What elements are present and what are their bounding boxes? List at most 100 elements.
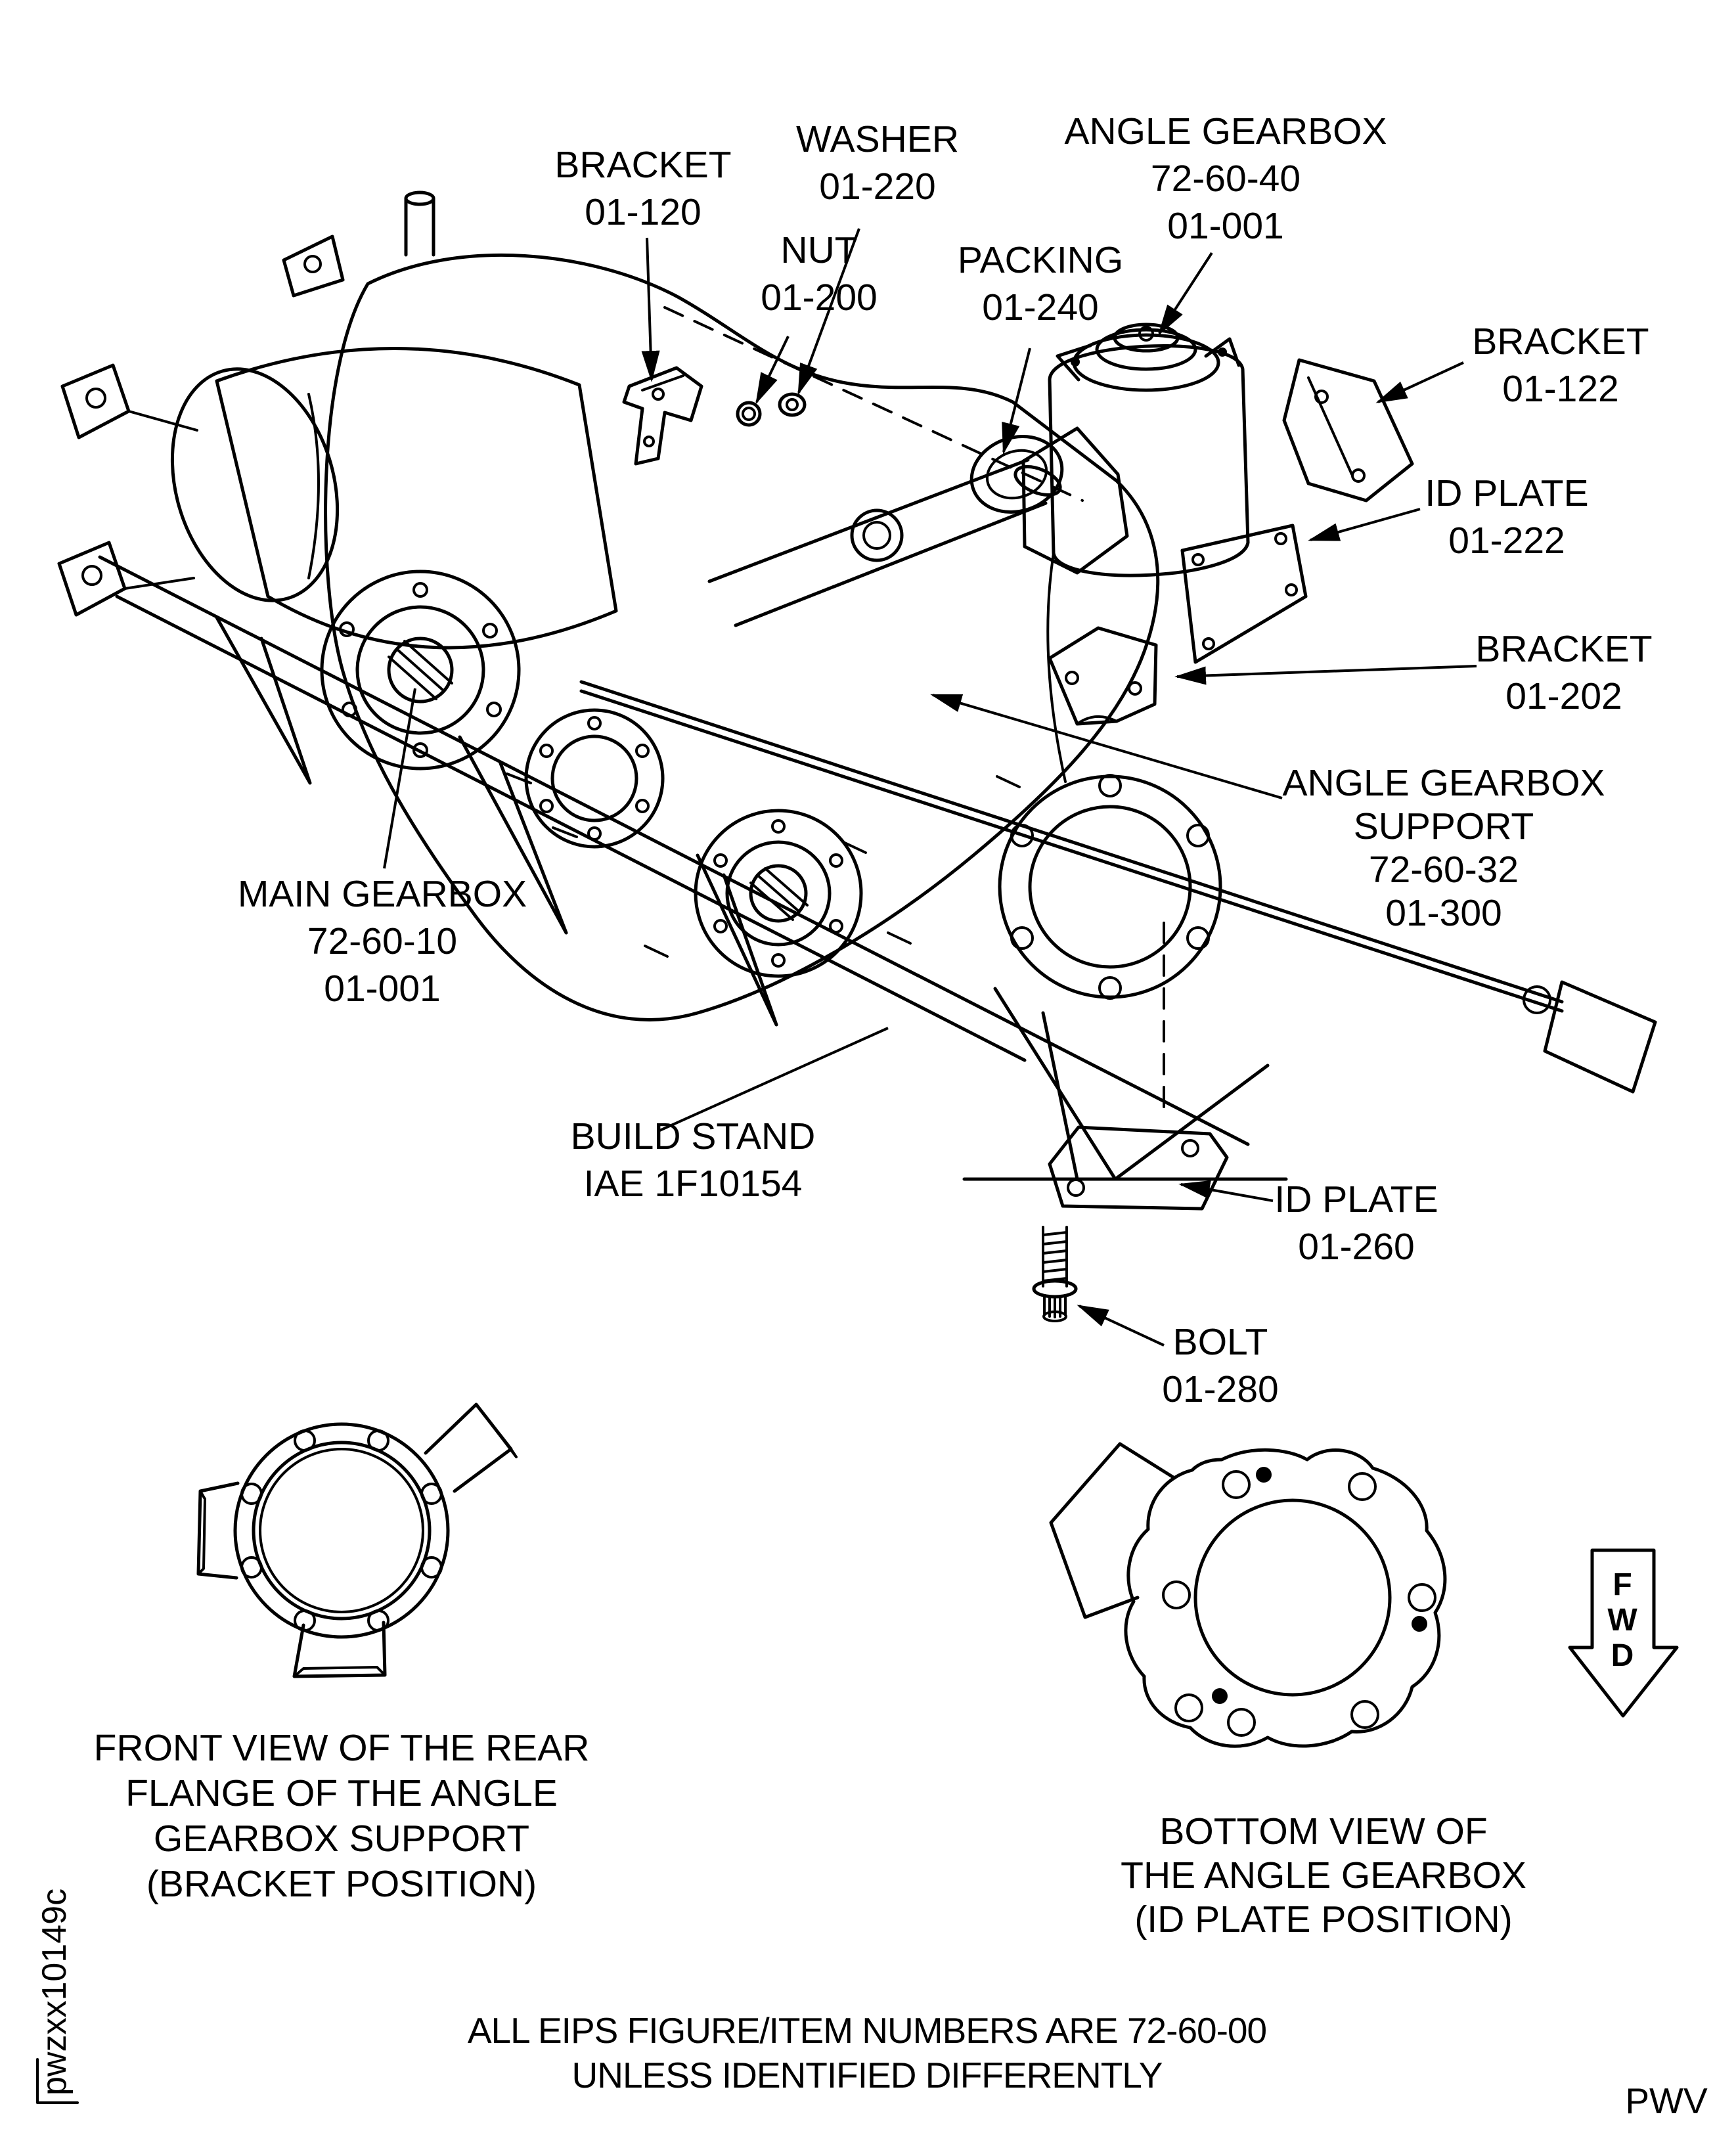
main-gearbox-drawing	[57, 190, 1222, 1021]
leader-packing-240	[1002, 347, 1031, 455]
callout-angle-gearbox: ANGLE GEARBOX 72-60-40 01-001	[1065, 110, 1387, 247]
callout-line: ID PLATE	[1274, 1178, 1438, 1221]
leader-lines	[383, 228, 1477, 1347]
leader-nut-200	[755, 336, 790, 405]
caption-line: THE ANGLE GEARBOX	[1121, 1854, 1526, 1896]
leader-bracket-202	[1174, 665, 1477, 685]
bracket-120-part	[622, 366, 703, 466]
drive-shaft-drawing	[707, 458, 1062, 627]
callout-bracket-122: BRACKET 01-122	[1472, 321, 1649, 410]
callout-washer-220: WASHER 01-220	[796, 118, 959, 208]
fwd-letter: W	[1607, 1603, 1637, 1638]
leader-bracket-122	[1375, 361, 1464, 403]
washer-part	[778, 392, 807, 417]
callout-line: 01-280	[1162, 1368, 1279, 1410]
nut-part	[736, 401, 762, 427]
callout-line: 72-60-32	[1369, 849, 1519, 891]
hardware-axis-dashed-lines	[663, 306, 1165, 1118]
callout-line: 01-122	[1502, 368, 1619, 410]
callout-line: 01-120	[585, 191, 701, 233]
callout-bracket-202: BRACKET 01-202	[1475, 628, 1652, 717]
callout-bracket-120: BRACKET 01-120	[554, 144, 731, 233]
callout-line: MAIN GEARBOX	[238, 873, 527, 915]
angle-gearbox-drawing	[1021, 323, 1250, 783]
document-number-block: pwzxx10149c	[35, 1889, 79, 2104]
leader-id-plate-222	[1308, 508, 1421, 541]
callout-line: SUPPORT	[1354, 805, 1534, 847]
callout-line: BRACKET	[554, 144, 731, 186]
leader-main-gearbox	[383, 688, 416, 869]
leader-angle-gearbox	[1157, 252, 1213, 336]
leader-id-plate-260	[1178, 1180, 1274, 1202]
callout-line: WASHER	[796, 118, 959, 160]
id-plate-222-part	[1180, 524, 1308, 664]
callout-line: 01-001	[1167, 205, 1284, 247]
callout-line: 72-60-10	[307, 920, 457, 962]
callout-line: BOLT	[1173, 1321, 1268, 1363]
callout-id-plate-222: ID PLATE 01-222	[1425, 472, 1588, 562]
callout-line: ID PLATE	[1425, 472, 1588, 514]
document-number-corner-mark	[36, 2058, 79, 2104]
footnote-text: ALL EIPS FIGURE/ITEM NUMBERS ARE 72-60-0…	[468, 2010, 1266, 2095]
callout-line: NUT	[780, 229, 857, 271]
caption-line: BOTTOM VIEW OF	[1159, 1810, 1487, 1852]
callout-line: 01-222	[1448, 520, 1565, 562]
id-plate-260-part	[1048, 1125, 1229, 1211]
bottom-view-drawing	[1049, 1442, 1447, 1748]
callout-build-stand: BUILD STAND IAE 1F10154	[571, 1115, 816, 1205]
callout-id-plate-260: ID PLATE 01-260	[1274, 1178, 1438, 1268]
callout-nut-200: NUT 01-200	[761, 229, 878, 319]
leader-bolt-280	[1077, 1305, 1165, 1347]
callout-line: 72-60-40	[1151, 158, 1301, 200]
callout-line: 01-001	[324, 968, 441, 1010]
caption-line: FRONT VIEW OF THE REAR	[94, 1727, 590, 1769]
callout-line: IAE 1F10154	[584, 1163, 803, 1205]
callout-line: PACKING	[958, 239, 1123, 281]
leader-angle-gearbox-support	[930, 694, 1283, 799]
callout-line: ANGLE GEARBOX	[1283, 762, 1605, 804]
bolt-280-part	[1032, 1226, 1078, 1322]
fwd-letter: F	[1613, 1567, 1632, 1602]
leader-build-stand	[657, 1027, 889, 1132]
bracket-202-part	[1048, 626, 1158, 726]
callout-line: BRACKET	[1475, 628, 1652, 670]
caption-line: (ID PLATE POSITION)	[1134, 1898, 1512, 1940]
caption-line: GEARBOX SUPPORT	[154, 1818, 529, 1860]
callout-line: 01-300	[1385, 892, 1502, 934]
leader-bracket-120	[641, 237, 660, 382]
build-stand-drawing	[98, 555, 1288, 1181]
callout-labels: ANGLE GEARBOX 72-60-40 01-001 BRACKET 01-12…	[238, 110, 1653, 1410]
callout-line: BRACKET	[1472, 321, 1649, 363]
page-code: PWV	[1625, 2080, 1708, 2121]
callout-line: BUILD STAND	[571, 1115, 816, 1157]
leader-washer-220	[797, 228, 860, 395]
fwd-letter: D	[1611, 1638, 1634, 1673]
callout-main-gearbox: MAIN GEARBOX 72-60-10 01-001	[238, 873, 527, 1010]
actuator-rod-drawing	[579, 680, 1657, 1094]
callout-line: 01-240	[982, 286, 1099, 328]
callout-line: 01-260	[1298, 1226, 1415, 1268]
fwd-arrow-outline-icon	[1568, 1548, 1679, 1718]
caption-line: FLANGE OF THE ANGLE	[125, 1772, 558, 1814]
callout-line: 01-220	[819, 166, 936, 208]
footnote: ALL EIPS FIGURE/ITEM NUMBERS ARE 72-60-0…	[468, 2010, 1267, 2095]
callout-line: 01-200	[761, 277, 878, 319]
callout-bolt-280: BOLT 01-280	[1162, 1321, 1279, 1410]
callout-line: ANGLE GEARBOX	[1065, 110, 1387, 152]
front-view-drawing	[196, 1402, 518, 1678]
footnote-line: UNLESS IDENTIFIED DIFFERENTLY	[572, 2055, 1163, 2095]
callout-line: 01-202	[1505, 675, 1622, 717]
caption-line: (BRACKET POSITION)	[146, 1863, 537, 1905]
callout-packing-240: PACKING 01-240	[958, 239, 1123, 328]
footnote-line: ALL EIPS FIGURE/ITEM NUMBERS ARE 72-60-0…	[468, 2010, 1266, 2051]
bracket-122-part	[1282, 358, 1414, 503]
document-number: pwzxx10149c	[35, 1889, 74, 2095]
